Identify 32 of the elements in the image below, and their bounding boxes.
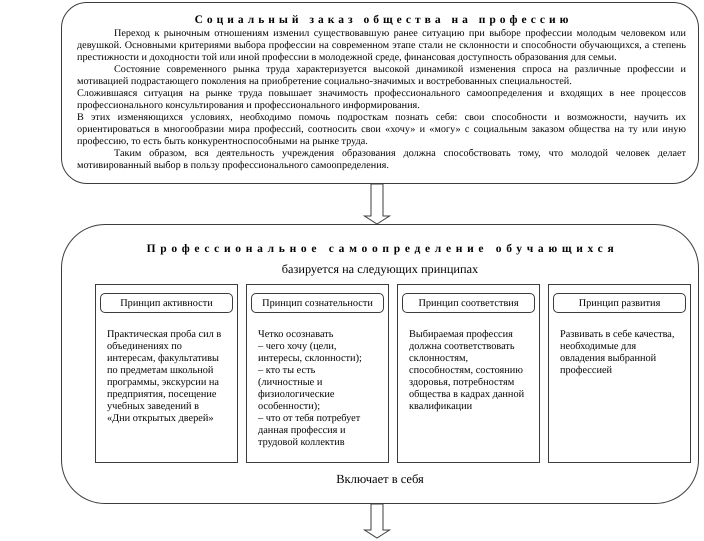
panel-subtitle: базируется на следующих принципах: [282, 262, 478, 277]
principle-header-box: [100, 293, 233, 313]
principle-title: Принцип сознательности: [262, 296, 373, 310]
paragraph: В этих изменяющихся условиях, необходимо помочь подросткам познать себя: свои способности и возможности, научить их ориентироваться в многообразии мира профессий, соотносить свои «хочу» и «могу» с социальным заказом общества на ту или иную профессию, то есть быть конкурентноспособными на рынке труда.: [77, 112, 686, 148]
rounded-panel: [61, 224, 699, 504]
principle-header-box: [251, 293, 384, 313]
principle-title: Принцип соответствия: [418, 296, 519, 310]
principle-title: Принцип активности: [120, 296, 213, 310]
paragraph: Сложившаяся ситуация на рынке труда повышает значимость профессионального самоопределения и входящих в нее процессов профессионального консультирования и профессионального информирования.: [77, 88, 686, 112]
principle-card: [246, 284, 389, 463]
principle-description: Четко осознавать: [258, 329, 334, 341]
paragraph: Переход к рыночным отношениям изменил существовавшую ранее ситуацию при выборе профессии молодым человеком или девушкой. Основными критериями выбора профессии на современном этапе стали не склонности и способности обучающихся, а степень престижности и доходности той или иной профессии в молодежной среде, финансовая доступность образования для семьи.: [77, 28, 686, 64]
panel-title: Социальный заказ общества на профессию: [194, 13, 572, 27]
principle-description: Выбираемая профессия должна соответствовать склонностям, способностям, состоянию здоровья, потребностям общества в кадрах данной квалификации: [409, 329, 525, 413]
info-panel: [61, 2, 699, 184]
principle-header-box: [553, 293, 686, 313]
block-arrow: [362, 184, 392, 225]
paragraph: Таким образом, вся деятельность учреждения образования должна способствовать тому, что молодой человек делает мотивированный выбор в пользу профессионального самоопределения.: [77, 148, 686, 172]
panel-title: Профессиональное самоопределение обучающихся: [146, 242, 618, 257]
principle-description: Развивать в себе качества, необходимые для овладения выбранной профессией: [560, 329, 676, 377]
block-arrow: [362, 504, 392, 539]
principle-card: [397, 284, 540, 463]
principle-description: – что от тебя потребует данная профессия и трудовой коллектив: [258, 413, 362, 449]
principle-card: [95, 284, 238, 463]
principle-card: [548, 284, 691, 463]
principle-description: Практическая проба сил в объединениях по интересам, факультативы по предметам школьной программы, экскурсии на предприятия, посещение учебных заведений в «Дни открытых дверей»: [107, 329, 222, 425]
paragraph: Состояние современного рынка труда характеризуется высокой динамикой изменения спроса на различные профессии и мотивацией подрастающего поколения на приобретение социально-значимых и востребованных специальностей.: [77, 64, 686, 88]
principle-title: Принцип развития: [578, 296, 660, 310]
principle-description: – кто ты есть (личностные и физиологические особенности);: [258, 365, 336, 413]
principle-header-box: [402, 293, 535, 313]
principle-description: – чего хочу (цели, интересы, склонности);: [258, 341, 363, 365]
panel-footer-text: Включает в себя: [336, 472, 424, 487]
